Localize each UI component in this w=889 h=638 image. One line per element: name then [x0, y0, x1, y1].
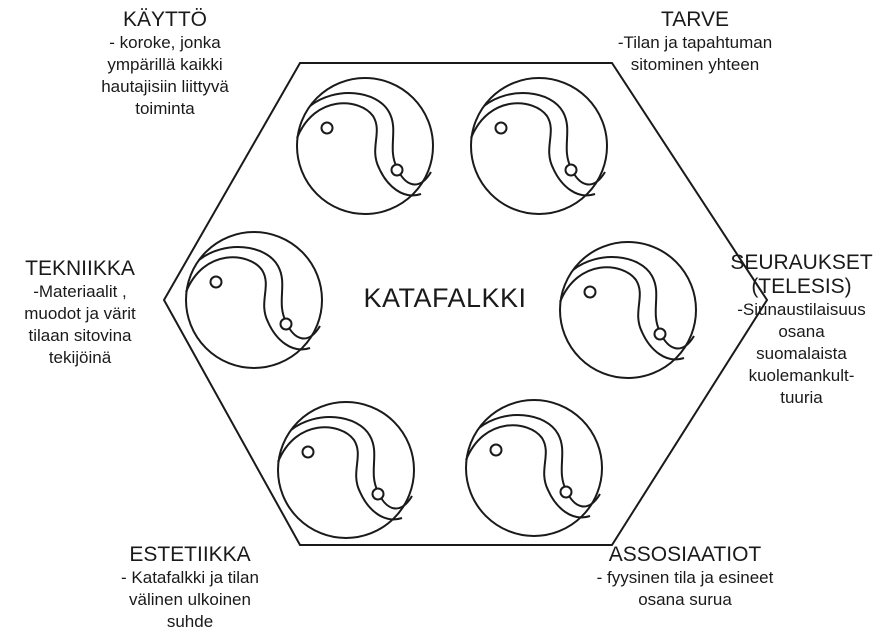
- label-estetiikka-title: ESTETIIKKA: [129, 543, 251, 566]
- label-tekniikka-text: -Materiaalit , muodot ja värit tilaan si…: [24, 282, 136, 367]
- label-seuraukset-text: -Siunaustilaisuus osana suomalaista kuol…: [737, 300, 866, 407]
- label-tekniikka-title: TEKNIIKKA: [25, 257, 135, 280]
- label-seuraukset-title: SEURAUKSET (TELESIS): [730, 251, 873, 298]
- label-assosiaatiot-title: ASSOSIAATIOT: [608, 543, 762, 566]
- yin-yang-icon: [559, 241, 697, 379]
- label-tekniikka: TEKNIIKKA -Materiaalit , muodot ja värit…: [0, 257, 160, 369]
- label-tarve: TARVE -Tilan ja tapahtuman sitominen yht…: [575, 8, 815, 76]
- label-estetiikka: ESTETIIKKA - Katafalkki ja tilan välinen…: [80, 543, 300, 633]
- yin-yang-icon: [465, 399, 603, 537]
- label-kaytto-text: - koroke, jonka ympärillä kaikki hautaji…: [101, 33, 229, 118]
- center-title: KATAFALKKI: [363, 283, 527, 313]
- yin-yang-icon: [277, 401, 415, 539]
- label-kaytto-title: KÄYTTÖ: [122, 8, 207, 31]
- label-seuraukset: SEURAUKSET (TELESIS) -Siunaustilaisuus o…: [714, 251, 889, 409]
- yin-yang-icon: [296, 77, 434, 215]
- yin-yang-icon: [470, 77, 608, 215]
- hexagon-frame: [162, 62, 769, 546]
- label-assosiaatiot-text: - fyysinen tila ja esineet osana surua: [596, 568, 774, 609]
- label-tarve-text: -Tilan ja tapahtuman sitominen yhteen: [617, 33, 773, 74]
- label-estetiikka-text: - Katafalkki ja tilan välinen ulkoinen s…: [121, 568, 259, 631]
- label-kaytto: KÄYTTÖ - koroke, jonka ympärillä kaikki …: [55, 8, 275, 120]
- yin-yang-icon: [185, 231, 323, 369]
- label-tarve-title: TARVE: [660, 8, 730, 31]
- label-assosiaatiot: ASSOSIAATIOT - fyysinen tila ja esineet …: [560, 543, 810, 611]
